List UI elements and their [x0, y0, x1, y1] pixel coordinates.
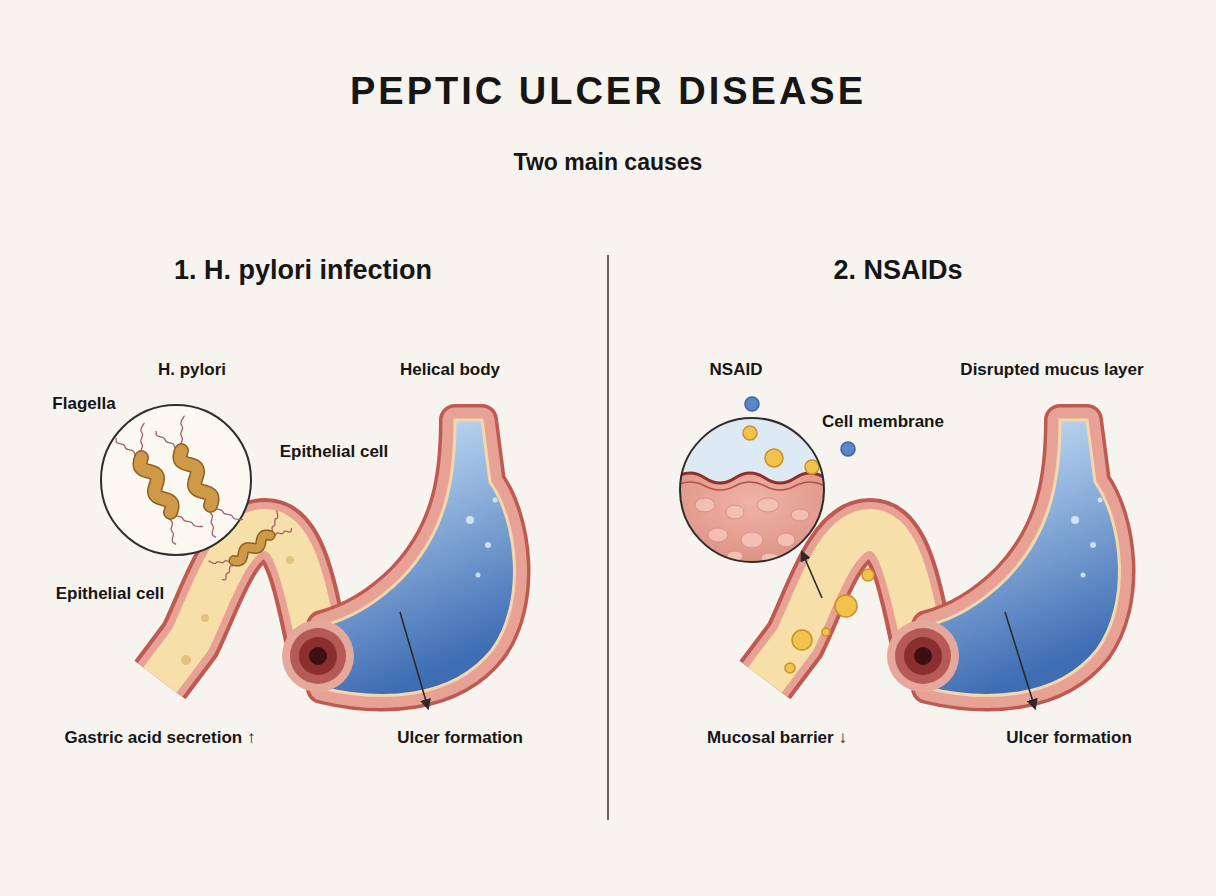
diagram-title: PEPTIC ULCER DISEASE — [350, 70, 866, 114]
part-label: Epithelial cell — [56, 584, 165, 604]
bacteria — [116, 416, 243, 545]
nsaid-particles — [785, 569, 874, 673]
effect-label: Gastric acid secretion ↑ — [65, 728, 256, 748]
bacterium-outline — [180, 451, 212, 506]
pointer-arrow — [1005, 612, 1035, 708]
part-label: H. pylori — [158, 360, 226, 380]
bacterium-body — [180, 451, 212, 506]
part-label: Cell membrane — [822, 412, 944, 432]
pointer-arrow — [400, 612, 428, 708]
part-label: Helical body — [400, 360, 500, 380]
membrane-inset — [675, 418, 830, 570]
part-label: Epithelial cell — [280, 442, 389, 462]
effect-label: Ulcer formation — [397, 728, 523, 748]
bacterium-outline — [140, 458, 172, 513]
part-label: NSAID — [710, 360, 763, 380]
drug-molecule — [745, 397, 759, 411]
bacterium-body — [140, 458, 172, 513]
panel-heading: 1. H. pylori infection — [174, 255, 432, 286]
drug-molecule — [841, 442, 855, 456]
zoom-inset — [101, 405, 251, 555]
pointer-arrow — [802, 552, 822, 598]
part-label: Flagella — [52, 394, 115, 414]
subtitle: Two main causes — [514, 149, 703, 175]
bacterium-outline — [234, 535, 270, 561]
bacterium-body — [234, 535, 270, 561]
effect-label: Mucosal barrier ↓ — [707, 728, 847, 748]
duodenum-cells — [181, 556, 294, 665]
effect-label: Ulcer formation — [1006, 728, 1132, 748]
panel-divider — [607, 255, 609, 820]
part-label: Disrupted mucus layer — [960, 360, 1143, 380]
zoom-inset — [680, 418, 824, 562]
panel-heading: 2. NSAIDs — [833, 255, 962, 286]
